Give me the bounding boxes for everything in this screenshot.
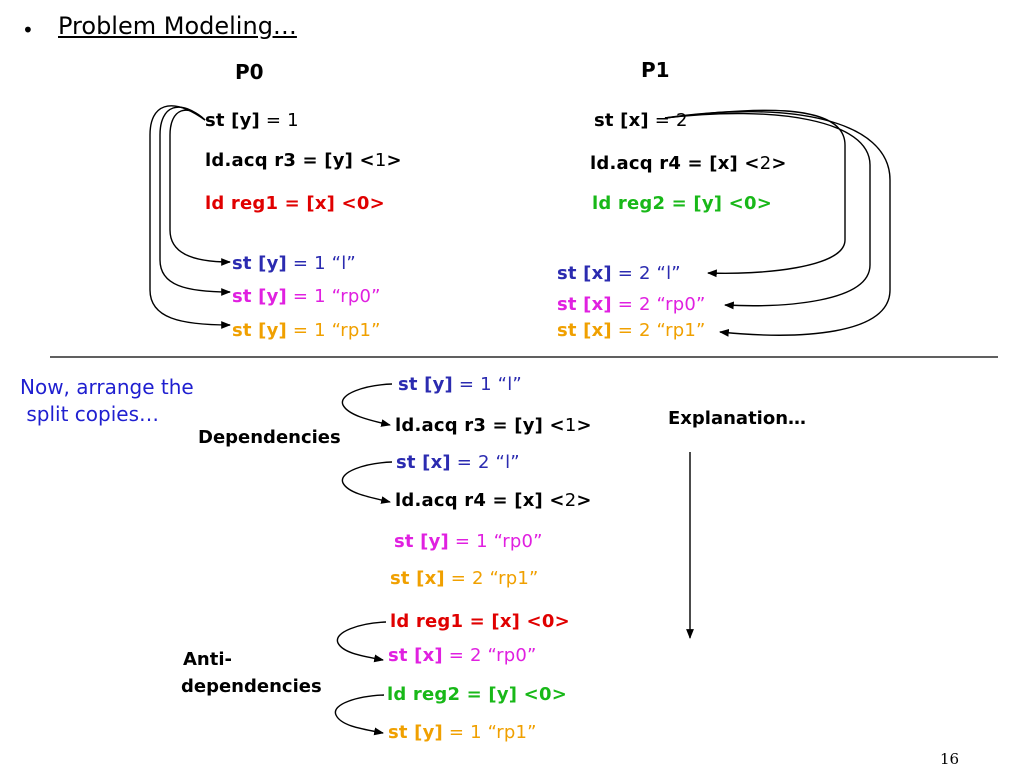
p0-store-y: st [y] = 1 [205,110,299,131]
p1-split-arrow-rp0 [664,112,871,310]
seq-store-y-l: st [y] = 1 “l” [398,374,522,395]
p1-copy-rp0: st [x] = 2 “rp0” [557,294,706,315]
p0-copy-rp0: st [y] = 1 “rp0” [232,286,381,307]
seq-store-y-rp0: st [y] = 1 “rp0” [394,531,543,552]
p1-split-arrow-l [664,109,846,278]
explanation-label: Explanation… [668,408,807,429]
p0-load-reg1: ld reg1 = [x] <0> [205,193,385,214]
p0-copy-l: st [y] = 1 “l” [232,253,356,274]
seq-store-x-l: st [x] = 2 “l” [396,452,520,473]
seq-store-x-rp0: st [x] = 2 “rp0” [388,645,537,666]
seq-store-x-rp1: st [x] = 2 “rp1” [390,568,539,589]
p0-split-arrow-rp1 [149,105,231,329]
seq-load-reg1: ld reg1 = [x] <0> [390,611,570,632]
dependencies-label: Dependencies [198,427,341,448]
p1-copy-rp1: st [x] = 2 “rp1” [557,320,706,341]
note-line-2: split copies… [20,402,159,426]
seq-load-acquire-r4: ld.acq r4 = [x] <2> [395,490,592,511]
slide-heading: Problem Modeling… [58,12,297,40]
anti-dependencies-label-2: dependencies [181,676,322,697]
p0-label: P0 [235,60,264,84]
seq-load-acquire-r3: ld.acq r3 = [y] <1> [395,415,592,436]
p1-copy-l: st [x] = 2 “l” [557,263,681,284]
p1-store-x: st [x] = 2 [594,110,688,131]
page-number: 16 [940,750,960,768]
dependency-arrow-1 [341,383,393,427]
anti-dependency-arrow-2 [334,694,385,736]
anti-dependency-arrow-1 [336,621,387,663]
bullet: • [22,18,34,42]
p1-load-acquire-r4: ld.acq r4 = [x] <2> [590,153,787,174]
p0-load-acquire-r3: ld.acq r3 = [y] <1> [205,150,402,171]
p0-split-arrow-l [169,109,231,266]
seq-store-y-rp1: st [y] = 1 “rp1” [388,722,537,743]
note-line-1: Now, arrange the [20,375,194,399]
seq-load-reg2: ld reg2 = [y] <0> [387,684,567,705]
p1-label: P1 [641,58,670,82]
dependency-arrow-2 [341,461,393,504]
p1-load-reg2: ld reg2 = [y] <0> [592,193,772,214]
anti-dependencies-label-1: Anti- [183,649,232,670]
p1-split-arrow-rp1 [664,110,891,337]
p0-copy-rp1: st [y] = 1 “rp1” [232,320,381,341]
